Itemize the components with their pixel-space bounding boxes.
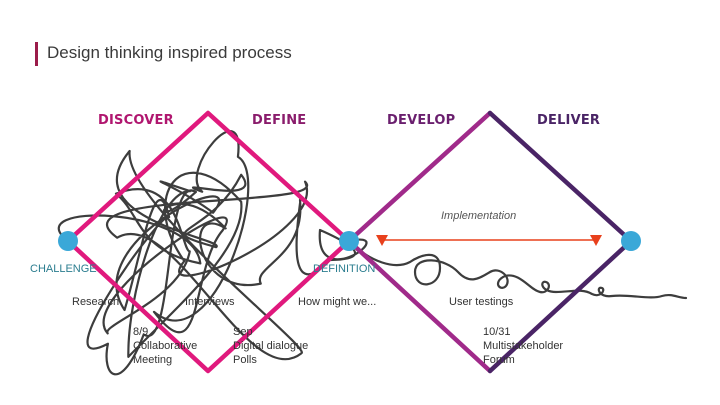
event-digital-dialogue: Sep Digital dialogue Polls	[233, 325, 308, 367]
event-line: Sep	[233, 326, 253, 338]
develop-diamond-upper-left	[346, 110, 493, 244]
implementation-label: Implementation	[441, 210, 517, 222]
phase-develop: DEVELOP	[387, 113, 456, 128]
definition-label: DEFINITION	[313, 263, 376, 275]
implementation-arrow-head-right	[590, 235, 602, 246]
phase-define: DEFINE	[252, 113, 307, 128]
how-might-we-label: How might we...	[298, 296, 377, 308]
phase-deliver: DELIVER	[537, 113, 601, 128]
develop-diamond-lower-left	[346, 238, 493, 374]
research-label: Research	[72, 296, 120, 308]
event-line: Polls	[233, 354, 257, 366]
scribble-line	[57, 130, 688, 376]
event-line: Meeting	[133, 354, 173, 366]
implementation-arrow-head-left	[376, 235, 388, 246]
challenge-label: CHALLENGE	[30, 263, 97, 275]
phase-discover: DISCOVER	[98, 113, 174, 128]
event-line: 10/31	[483, 326, 511, 338]
deliver-diamond-upper-right	[487, 110, 634, 244]
interviews-label: Interviews	[185, 296, 235, 308]
trailing-scribble	[347, 239, 688, 300]
event-line: Forum	[483, 354, 515, 366]
event-line: 8/9	[133, 326, 149, 338]
user-testings-label: User testings	[449, 296, 514, 308]
event-multistakeholder-forum: 10/31 Multistakeholder Forum	[483, 325, 563, 367]
implementation-arrow	[376, 235, 602, 246]
title-accent-bar	[35, 42, 38, 66]
event-line: Digital dialogue	[233, 340, 309, 352]
event-collaborative-meeting: 8/9 Collaborative Meeting	[133, 325, 197, 367]
tangle-scribble	[57, 130, 368, 376]
page-title: Design thinking inspired process	[47, 43, 292, 62]
event-line: Multistakeholder	[483, 340, 564, 352]
deliver-diamond-lower-right	[487, 238, 634, 374]
challenge-node	[58, 231, 78, 251]
definition-node	[339, 231, 359, 251]
event-line: Collaborative	[133, 340, 198, 352]
delivery-node	[621, 231, 641, 251]
